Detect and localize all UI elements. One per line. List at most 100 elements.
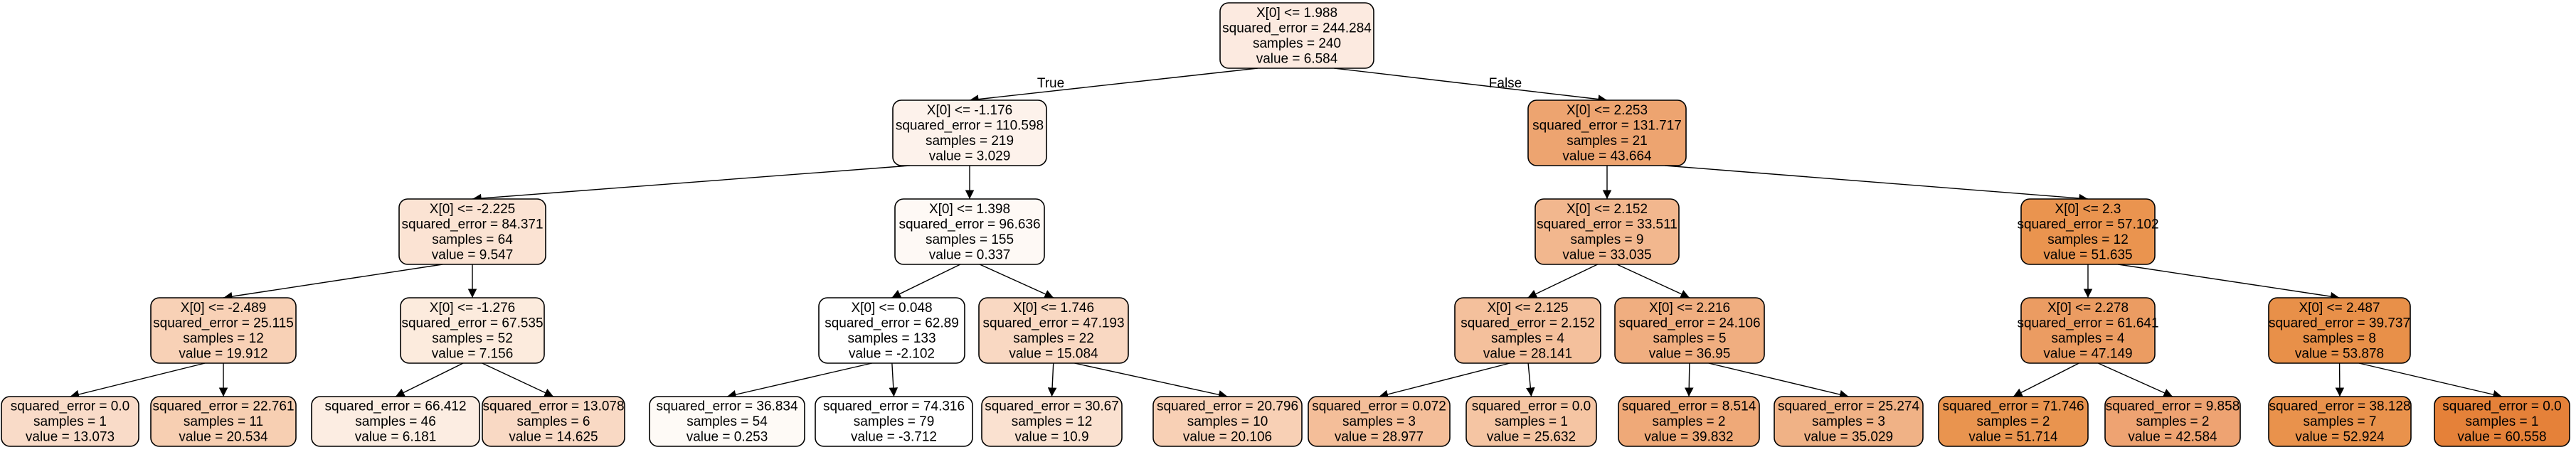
node-box: [1465, 396, 1597, 447]
node-squared-error-text: squared_error = 25.115: [153, 316, 294, 330]
edge-n3-n7: [223, 264, 443, 301]
node-squared-error-text: squared_error = 22.761: [152, 399, 294, 414]
edge-n8-n18: [482, 362, 554, 397]
node-split-rule-text: X[0] <= 1.746: [1013, 301, 1094, 316]
node-squared-error-text: squared_error = 244.284: [1222, 21, 1372, 36]
node-samples-text: samples = 10: [1187, 414, 1268, 429]
node-squared-error-text: squared_error = 33.511: [1537, 217, 1677, 232]
node-value-text: value = 43.664: [1562, 149, 1652, 163]
node-samples-text: samples = 5: [1653, 331, 1727, 346]
node-box: [1, 396, 139, 447]
node-box: [2268, 297, 2411, 364]
node-squared-error-text: squared_error = 71.746: [1942, 399, 2084, 414]
node-samples-text: samples = 8: [2303, 331, 2376, 346]
edge-n13-n27: [2013, 362, 2079, 397]
node-value-text: value = -2.102: [849, 346, 935, 361]
node-split-rule-text: X[0] <= -2.225: [430, 202, 515, 217]
node-value-text: value = 19.912: [179, 346, 267, 361]
edge-n13-n28: [2097, 362, 2173, 397]
node-squared-error-text: squared_error = 36.834: [656, 399, 798, 414]
node-samples-text: samples = 4: [1491, 331, 1564, 346]
edge-label-false: False: [1489, 76, 1522, 91]
node-box: [1527, 99, 1687, 166]
node-squared-error-text: squared_error = 61.641: [2017, 316, 2158, 330]
node-box: [815, 396, 973, 447]
node-squared-error-text: squared_error = 20.796: [1157, 399, 1298, 414]
node-value-text: value = 51.635: [2043, 247, 2132, 262]
node-samples-text: samples = 155: [926, 232, 1014, 247]
node-value-text: value = 39.832: [1644, 430, 1733, 445]
node-value-text: value = 0.337: [929, 247, 1011, 262]
node-squared-error-text: squared_error = 13.078: [482, 399, 624, 414]
node-value-text: value = 28.977: [1335, 430, 1424, 445]
node-split-rule-text: X[0] <= 0.048: [851, 301, 932, 316]
node-squared-error-text: squared_error = 24.106: [1618, 316, 1760, 330]
node-box: [1938, 396, 2089, 447]
node-samples-text: samples = 12: [1012, 414, 1093, 429]
node-value-text: value = 14.625: [509, 430, 598, 445]
node-value-text: value = 20.106: [1183, 430, 1272, 445]
node-box: [2020, 198, 2156, 265]
edge-n12-n26: [1708, 362, 1849, 399]
node-samples-text: samples = 12: [183, 331, 264, 346]
node-samples-text: samples = 2: [1653, 414, 1726, 429]
node-value-text: value = 6.181: [355, 430, 437, 445]
node-samples-text: samples = 3: [1812, 414, 1885, 429]
node-box: [1152, 396, 1303, 447]
node-split-rule-text: X[0] <= 2.278: [2047, 301, 2129, 316]
node-split-rule-text: X[0] <= -2.489: [181, 301, 266, 316]
node-squared-error-text: squared_error = 2.152: [1461, 316, 1595, 330]
node-squared-error-text: squared_error = 0.0: [2442, 399, 2561, 414]
node-value-text: value = 13.073: [26, 430, 115, 445]
node-box: [482, 396, 625, 447]
node-value-text: value = 0.253: [687, 430, 768, 445]
node-box: [398, 198, 546, 265]
node-box: [311, 396, 480, 447]
node-value-text: value = 20.534: [179, 430, 268, 445]
edge-n9-n19: [726, 362, 872, 399]
node-samples-text: samples = 2: [2136, 414, 2210, 429]
node-squared-error-text: squared_error = 38.128: [2269, 399, 2410, 414]
node-samples-text: samples = 52: [432, 331, 513, 346]
node-samples-text: samples = 54: [687, 414, 768, 429]
node-value-text: value = 36.95: [1649, 346, 1731, 361]
node-box: [981, 396, 1123, 447]
node-split-rule-text: X[0] <= 2.152: [1567, 202, 1648, 217]
node-squared-error-text: squared_error = 74.316: [823, 399, 965, 414]
node-box: [2104, 396, 2241, 447]
node-squared-error-text: squared_error = 96.636: [899, 217, 1040, 232]
node-value-text: value = 52.924: [2295, 430, 2385, 445]
node-split-rule-text: X[0] <= 2.487: [2299, 301, 2380, 316]
edge-n5-n11: [1527, 264, 1598, 298]
node-value-text: value = 3.029: [929, 149, 1011, 163]
edge-n4-n9: [891, 264, 961, 298]
node-box: [1308, 396, 1451, 447]
node-value-text: value = 60.558: [2457, 430, 2546, 445]
node-value-text: value = 47.149: [2043, 346, 2132, 361]
node-box: [649, 396, 805, 447]
node-squared-error-text: squared_error = 25.274: [1778, 399, 1920, 414]
node-box: [1618, 396, 1760, 447]
edge-n7-n15: [70, 362, 206, 399]
node-samples-text: samples = 4: [2052, 331, 2125, 346]
node-box: [1454, 297, 1601, 364]
edge-n10-n22: [1074, 362, 1228, 399]
